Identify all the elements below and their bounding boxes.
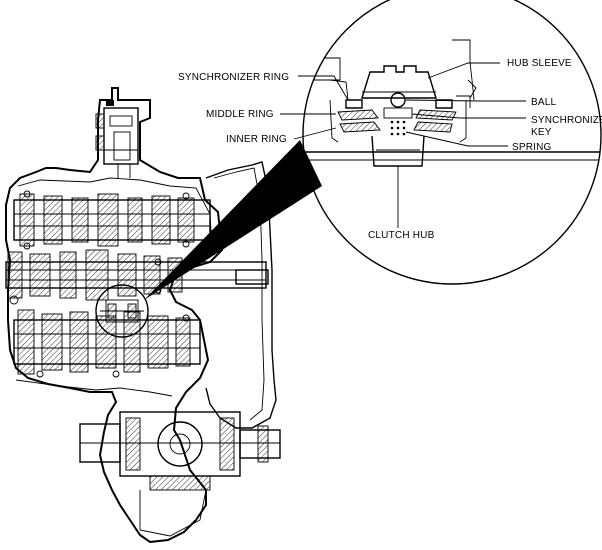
label-synchronizer-ring: SYNCHRONIZER RING bbox=[178, 72, 289, 83]
synchronizer-location-detail bbox=[100, 299, 144, 323]
differential bbox=[79, 411, 281, 537]
hub-sleeve bbox=[361, 65, 437, 99]
output-shaft bbox=[13, 309, 201, 378]
label-ball: BALL bbox=[531, 97, 557, 108]
synchronizer-detail-view bbox=[303, 39, 600, 167]
middle-ring-right bbox=[415, 109, 457, 121]
shift-tower bbox=[95, 100, 139, 178]
main-shaft bbox=[5, 249, 269, 305]
inner-ring-right bbox=[413, 121, 453, 133]
detail-circle-outline bbox=[302, 0, 602, 285]
upper-shaft bbox=[13, 190, 211, 250]
leader-lines bbox=[280, 62, 526, 228]
synchronizer-ring-left bbox=[345, 99, 363, 109]
label-synchronizer-key-line2: KEY bbox=[531, 127, 552, 138]
synchronizer-ring-right bbox=[435, 99, 453, 109]
inner-ring-left bbox=[339, 121, 381, 133]
label-spring: SPRING bbox=[512, 142, 552, 153]
magnifier-wedge bbox=[144, 140, 322, 300]
label-hub-sleeve: HUB SLEEVE bbox=[507, 58, 572, 69]
case-inner-line bbox=[15, 177, 213, 397]
transmission-case-outline bbox=[5, 87, 224, 544]
middle-ring-left bbox=[337, 109, 379, 121]
key-spring bbox=[390, 120, 406, 136]
label-inner-ring: INNER RING bbox=[226, 134, 287, 145]
label-clutch-hub: CLUTCH HUB bbox=[368, 230, 435, 241]
detent-ball bbox=[390, 92, 406, 108]
synchronizer-location-circle bbox=[95, 284, 149, 338]
synchronizer-key bbox=[383, 107, 413, 119]
transmission-assembly bbox=[5, 87, 281, 544]
clutch-housing-inner bbox=[213, 167, 265, 421]
label-middle-ring: MIDDLE RING bbox=[206, 109, 274, 120]
label-synchronizer-key-line1: SYNCHRONIZER bbox=[531, 115, 602, 126]
clutch-hub bbox=[371, 135, 425, 167]
